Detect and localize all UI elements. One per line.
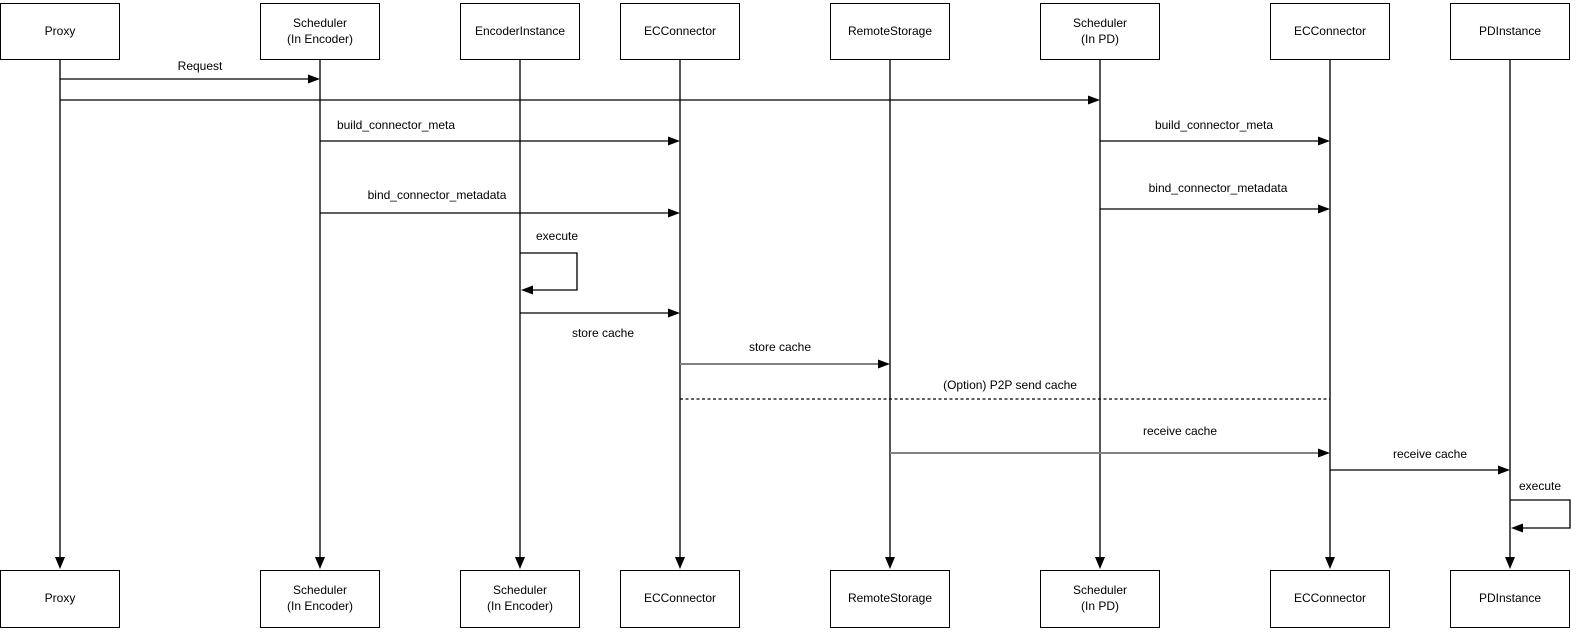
- message-arrow-receive-cache-from-remote: [1318, 448, 1330, 458]
- actor-bottom-scheduler-in-pd: Scheduler (In PD): [1040, 570, 1160, 628]
- message-arrow-store-cache-to-connector: [668, 308, 680, 318]
- actor-top-scheduler-in-encoder: Scheduler (In Encoder): [260, 3, 380, 60]
- actor-top-pd-instance: PDInstance: [1450, 3, 1570, 60]
- message-label-p2p-send-cache-option: (Option) P2P send cache: [943, 378, 1077, 392]
- actor-top-proxy: Proxy: [0, 3, 120, 60]
- actor-top-ec-connector-encoder: ECConnector: [620, 3, 740, 60]
- message-arrow-store-cache-to-remote-storage: [878, 359, 890, 369]
- message-label-build-connector-meta-pd: build_connector_meta: [1154, 118, 1274, 132]
- lifeline-arrow-scheduler-in-encoder: [315, 557, 325, 569]
- actor-top-remote-storage: RemoteStorage: [830, 3, 950, 60]
- actor-bottom-ec-connector-pd: ECConnector: [1270, 570, 1390, 628]
- message-label-request: Request: [177, 59, 223, 73]
- actor-bottom-ec-connector-encoder: ECConnector: [620, 570, 740, 628]
- actor-bottom-encoder-instance: Scheduler (In Encoder): [460, 570, 580, 628]
- message-arrow-build-connector-meta-pd: [1318, 136, 1330, 146]
- lifeline-arrow-pd-instance: [1505, 557, 1515, 569]
- message-label-store-cache-to-connector: store cache: [571, 326, 635, 340]
- self-message-arrow-execute-pd-instance: [1511, 523, 1523, 533]
- lifeline-arrow-remote-storage: [885, 557, 895, 569]
- message-label-build-connector-meta-encoder: build_connector_meta: [336, 118, 456, 132]
- message-label-execute-pd-instance: execute: [1518, 479, 1562, 493]
- message-label-execute-encoder-instance: execute: [535, 229, 579, 243]
- message-label-receive-cache-to-pd-instance: receive cache: [1392, 447, 1468, 461]
- actor-bottom-pd-instance: PDInstance: [1450, 570, 1570, 628]
- lifeline-arrow-encoder-instance: [515, 557, 525, 569]
- actor-bottom-remote-storage: RemoteStorage: [830, 570, 950, 628]
- message-label-store-cache-to-remote-storage: store cache: [748, 340, 812, 354]
- lifeline-arrow-proxy: [55, 557, 65, 569]
- message-arrow-request: [308, 74, 320, 84]
- message-label-bind-connector-metadata-pd: bind_connector_metadata: [1148, 181, 1288, 195]
- message-arrow-build-connector-meta-encoder: [668, 136, 680, 146]
- message-label-bind-connector-metadata-encoder: bind_connector_metadata: [367, 188, 507, 202]
- actor-top-scheduler-in-pd: Scheduler (In PD): [1040, 3, 1160, 60]
- message-arrow-bind-connector-metadata-pd: [1318, 204, 1330, 214]
- lifeline-arrow-ec-connector-encoder: [675, 557, 685, 569]
- actor-top-ec-connector-pd: ECConnector: [1270, 3, 1390, 60]
- self-message-loop-execute-encoder-instance: [520, 252, 578, 291]
- self-message-loop-execute-pd-instance: [1510, 499, 1571, 529]
- message-label-receive-cache-from-remote: receive cache: [1142, 424, 1218, 438]
- actor-bottom-scheduler-in-encoder: Scheduler (In Encoder): [260, 570, 380, 628]
- actor-bottom-proxy: Proxy: [0, 570, 120, 628]
- self-message-arrow-execute-encoder-instance: [521, 285, 533, 295]
- actor-top-encoder-instance: EncoderInstance: [460, 3, 580, 60]
- message-arrow-bind-connector-metadata-encoder: [668, 208, 680, 218]
- lifeline-arrow-scheduler-in-pd: [1095, 557, 1105, 569]
- message-arrow-receive-cache-to-pd-instance: [1498, 465, 1510, 475]
- lifeline-arrow-ec-connector-pd: [1325, 557, 1335, 569]
- message-arrow-request-forward-to-pd-scheduler: [1088, 95, 1100, 105]
